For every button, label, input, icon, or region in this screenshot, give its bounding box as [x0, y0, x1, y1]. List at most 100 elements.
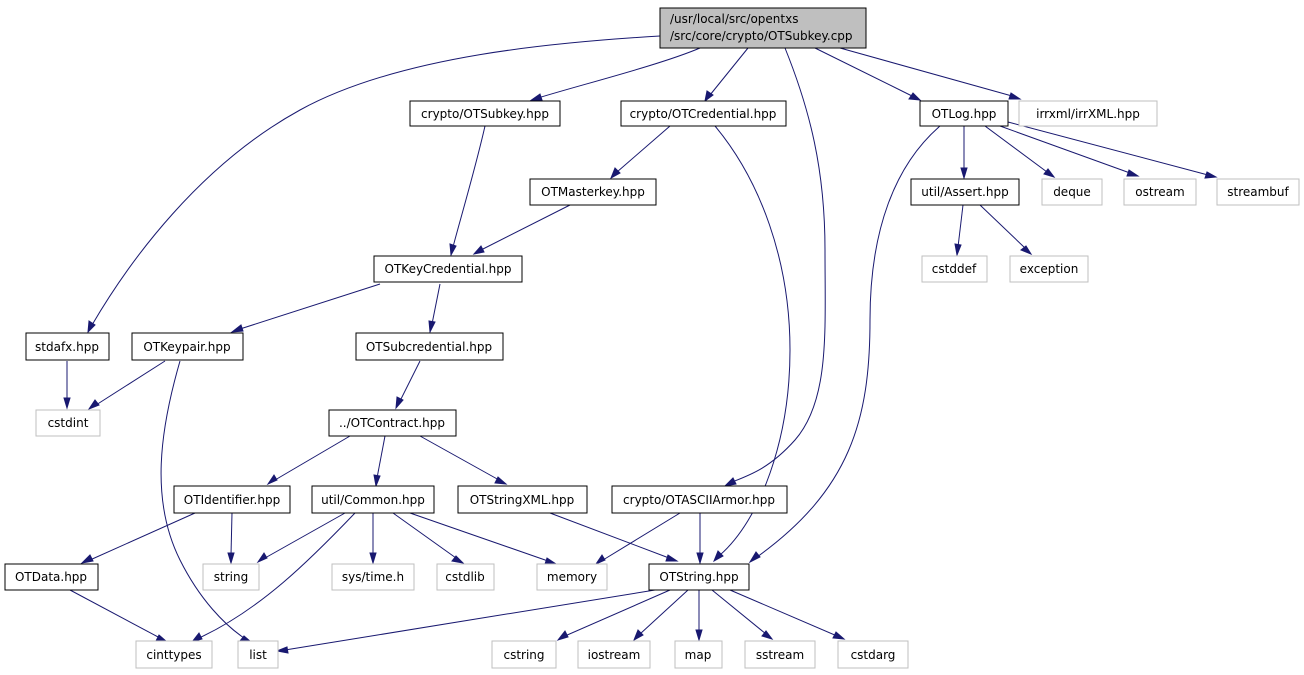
edge-root-to-otlog — [814, 47, 922, 101]
svg-text:OTSubcredential.hpp: OTSubcredential.hpp — [366, 340, 492, 354]
svg-text:util/Common.hpp: util/Common.hpp — [321, 493, 425, 507]
svg-text:OTData.hpp: OTData.hpp — [15, 570, 87, 584]
edge-otstring-to-cstring — [556, 589, 671, 641]
svg-text:stdafx.hpp: stdafx.hpp — [35, 340, 99, 354]
svg-text:string: string — [214, 570, 248, 584]
edge-root-to-crypto-otcredential — [704, 47, 749, 103]
node-irrxml-hpp[interactable]: irrxml/irrXML.hpp — [1018, 100, 1158, 127]
node-stdafx-hpp[interactable]: stdafx.hpp — [25, 332, 110, 361]
edge-otcontract-to-util-common — [373, 435, 386, 488]
node-cstring[interactable]: cstring — [491, 640, 557, 669]
node-crypto-otasciiarmor-hpp[interactable]: crypto/OTASCIIArmor.hpp — [611, 485, 788, 514]
edge-otstring-to-sstream — [711, 589, 774, 640]
edge-crypto-otasciiarmor-to-otstring — [696, 513, 704, 565]
edge-util-assert-to-cstddef — [954, 204, 964, 257]
svg-text:streambuf: streambuf — [1227, 185, 1289, 199]
edge-otidentifier-to-otdata — [80, 512, 196, 564]
svg-text:deque: deque — [1053, 185, 1091, 199]
svg-text:iostream: iostream — [588, 648, 641, 662]
node-crypto-otsubkey-hpp[interactable]: crypto/OTSubkey.hpp — [409, 100, 561, 127]
node-cstddef[interactable]: cstddef — [921, 255, 988, 283]
node-deque[interactable]: deque — [1041, 178, 1103, 206]
nodes: /usr/local/src/opentxs /src/core/crypto/… — [4, 7, 1300, 669]
svg-text:cstdint: cstdint — [48, 416, 89, 430]
svg-text:crypto/OTCredential.hpp: crypto/OTCredential.hpp — [630, 107, 777, 121]
edge-otlog-to-ostream — [999, 125, 1140, 177]
svg-text:OTMasterkey.hpp: OTMasterkey.hpp — [541, 185, 645, 199]
node-map[interactable]: map — [674, 640, 723, 669]
edge-otstring-to-iostream — [633, 589, 689, 642]
node-otstring-hpp[interactable]: OTString.hpp — [648, 563, 750, 591]
node-util-assert-hpp[interactable]: util/Assert.hpp — [910, 178, 1020, 206]
node-otdata-hpp[interactable]: OTData.hpp — [4, 563, 99, 591]
svg-text:list: list — [249, 648, 267, 662]
edge-otkeycredential-to-otkeypair — [230, 283, 381, 333]
node-cstdarg[interactable]: cstdarg — [837, 640, 909, 669]
svg-text:cstdarg: cstdarg — [851, 648, 896, 662]
svg-text:irrxml/irrXML.hpp: irrxml/irrXML.hpp — [1036, 107, 1140, 121]
svg-text:../OTContract.hpp: ../OTContract.hpp — [339, 416, 445, 430]
edge-util-common-to-string — [256, 512, 346, 564]
svg-text:map: map — [685, 648, 712, 662]
edge-root-to-stdafx — [87, 35, 661, 334]
edge-otlog-to-otstring — [748, 125, 941, 564]
svg-text:crypto/OTASCIIArmor.hpp: crypto/OTASCIIArmor.hpp — [623, 493, 775, 507]
edge-otidentifier-to-string — [227, 512, 235, 565]
node-otstringxml-hpp[interactable]: OTStringXML.hpp — [457, 485, 588, 514]
svg-text:cstring: cstring — [503, 648, 544, 662]
svg-text:exception: exception — [1020, 262, 1079, 276]
edge-crypto-otsubkey-to-otkeycredential — [449, 125, 486, 257]
svg-text:OTString.hpp: OTString.hpp — [659, 570, 738, 584]
node-cinttypes[interactable]: cinttypes — [135, 640, 213, 669]
node-sys-time-h[interactable]: sys/time.h — [331, 563, 415, 591]
node-list[interactable]: list — [237, 640, 279, 669]
edge-crypto-otasciiarmor-to-memory — [594, 512, 681, 566]
node-exception[interactable]: exception — [1009, 255, 1089, 283]
edges — [63, 35, 1218, 654]
node-otmasterkey-hpp[interactable]: OTMasterkey.hpp — [529, 178, 657, 206]
edge-root-to-crypto-otsubkey — [528, 47, 701, 102]
svg-text:OTStringXML.hpp: OTStringXML.hpp — [470, 493, 575, 507]
edge-otkeycredential-to-otsubcredential — [428, 283, 441, 334]
node-streambuf[interactable]: streambuf — [1216, 178, 1300, 206]
edge-otmasterkey-to-otkeycredential — [472, 204, 571, 255]
node-otlog-hpp[interactable]: OTLog.hpp — [919, 100, 1009, 127]
node-otidentifier-hpp[interactable]: OTIdentifier.hpp — [173, 485, 291, 514]
root-label-line2: /src/core/crypto/OTSubkey.cpp — [670, 29, 853, 43]
node-util-common-hpp[interactable]: util/Common.hpp — [311, 485, 435, 514]
edge-root-to-crypto-otasciiarmor — [723, 47, 826, 487]
edge-util-common-to-sys-time — [369, 513, 377, 565]
svg-text:cstddef: cstddef — [932, 262, 977, 276]
node-ostream[interactable]: ostream — [1123, 178, 1197, 206]
edge-otlog-to-streambuf — [1007, 121, 1218, 179]
node-iostream[interactable]: iostream — [577, 640, 651, 669]
edge-otsubcredential-to-otcontract — [395, 360, 421, 410]
edge-stdafx-to-cstdint — [63, 361, 71, 410]
edge-otcontract-to-otstringxml — [419, 435, 508, 485]
svg-text:OTKeypair.hpp: OTKeypair.hpp — [143, 340, 230, 354]
edge-otkeypair-to-cstdint — [87, 360, 166, 411]
node-otcontract-hpp[interactable]: ../OTContract.hpp — [328, 409, 457, 437]
svg-text:OTLog.hpp: OTLog.hpp — [932, 107, 997, 121]
node-cstdint[interactable]: cstdint — [35, 409, 101, 437]
svg-text:memory: memory — [547, 570, 597, 584]
svg-text:OTKeyCredential.hpp: OTKeyCredential.hpp — [385, 262, 512, 276]
svg-text:sstream: sstream — [756, 648, 804, 662]
svg-text:util/Assert.hpp: util/Assert.hpp — [921, 185, 1008, 199]
node-otkeypair-hpp[interactable]: OTKeypair.hpp — [131, 332, 244, 361]
edge-util-assert-to-exception — [979, 204, 1033, 256]
node-otkeycredential-hpp[interactable]: OTKeyCredential.hpp — [373, 255, 523, 283]
svg-text:cinttypes: cinttypes — [146, 648, 201, 662]
edge-root-to-irrxml — [839, 47, 1022, 100]
node-cstdlib[interactable]: cstdlib — [436, 563, 495, 591]
node-root-otsubkey-cpp[interactable]: /usr/local/src/opentxs /src/core/crypto/… — [659, 7, 867, 49]
node-memory[interactable]: memory — [536, 563, 608, 591]
node-crypto-otcredential-hpp[interactable]: crypto/OTCredential.hpp — [620, 100, 787, 127]
node-sstream[interactable]: sstream — [744, 640, 816, 669]
node-string[interactable]: string — [202, 563, 260, 591]
svg-text:ostream: ostream — [1135, 185, 1184, 199]
svg-text:OTIdentifier.hpp: OTIdentifier.hpp — [184, 493, 280, 507]
edge-otlog-to-util-assert — [960, 126, 968, 180]
node-otsubcredential-hpp[interactable]: OTSubcredential.hpp — [355, 332, 504, 361]
